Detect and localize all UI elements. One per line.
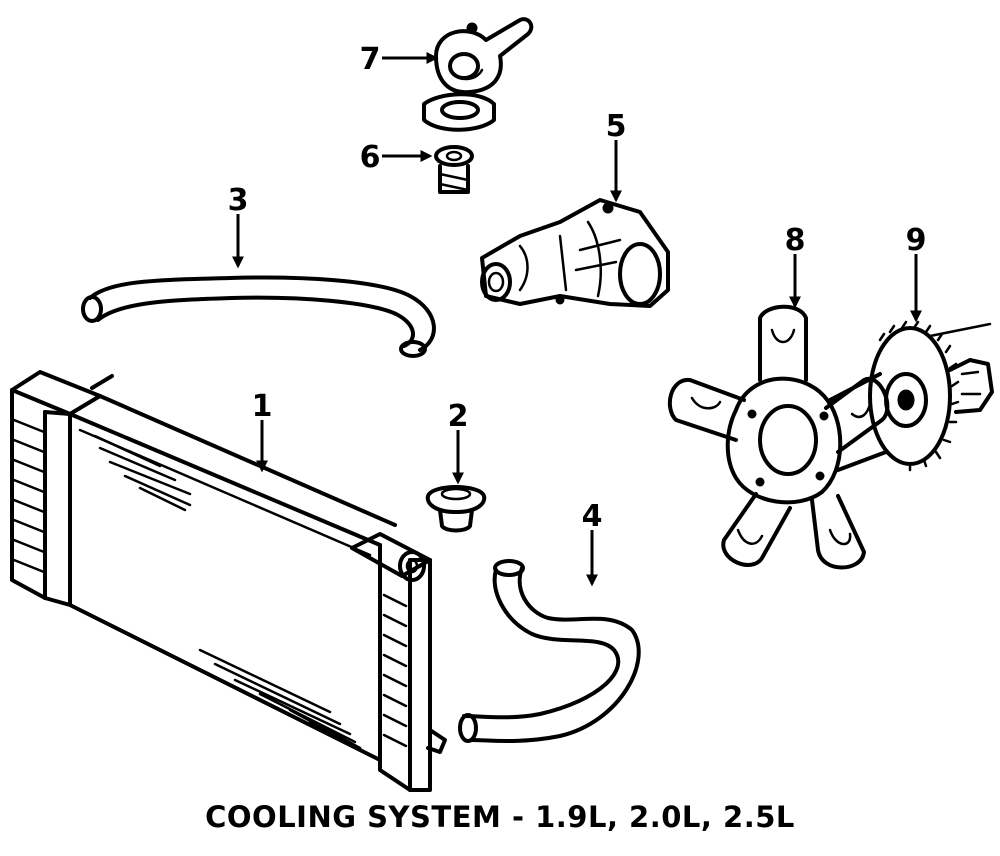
fan-blade xyxy=(667,304,890,570)
fan-clutch xyxy=(828,320,994,472)
callout-6: 6 xyxy=(360,140,381,175)
thermostat xyxy=(422,92,496,194)
callout-2: 2 xyxy=(448,399,469,434)
diagram-caption: COOLING SYSTEM - 1.9L, 2.0L, 2.5L xyxy=(205,800,795,834)
callout-3: 3 xyxy=(228,183,249,218)
radiator xyxy=(10,370,447,792)
callout-5: 5 xyxy=(606,109,627,144)
callout-9: 9 xyxy=(906,223,927,258)
callout-4: 4 xyxy=(582,499,603,534)
water-pump xyxy=(480,198,670,308)
callout-7: 7 xyxy=(360,42,381,77)
radiator-cap xyxy=(425,485,487,533)
callout-1: 1 xyxy=(252,389,273,424)
upper-hose xyxy=(81,275,436,358)
lower-hose xyxy=(458,559,641,743)
callout-8: 8 xyxy=(785,223,806,258)
thermostat-housing xyxy=(434,17,534,95)
